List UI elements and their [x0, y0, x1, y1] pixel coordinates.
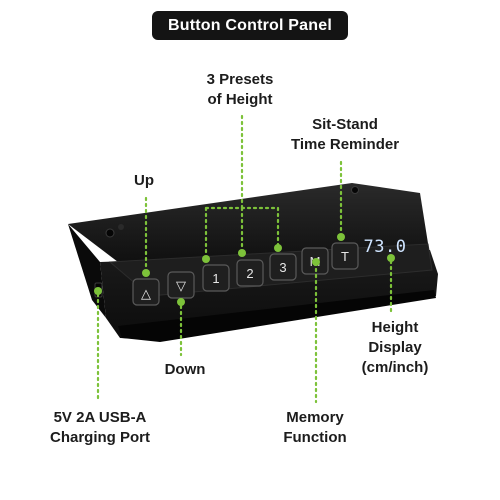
preset-3-label: 3 — [279, 260, 286, 275]
timer-label: T — [341, 249, 349, 264]
callout-sit-stand-line2: Time Reminder — [290, 136, 400, 153]
callout-lines — [96, 114, 393, 404]
callout-usb-port: 5V 2A USB-A Charging Port — [20, 408, 180, 448]
button-preset-1[interactable]: 1 — [202, 264, 230, 292]
callout-usb-line2: Charging Port — [50, 429, 150, 446]
panel-title: Button Control Panel — [152, 11, 348, 40]
callout-memory-line1: Memory — [286, 409, 344, 426]
button-up[interactable]: △ — [132, 278, 160, 306]
callout-presets-line2: of Height — [207, 91, 273, 108]
callout-height-display: Height Display (cm/inch) — [335, 318, 455, 378]
callout-presets-line1: 3 Presets — [206, 71, 274, 88]
callout-usb-line1: 5V 2A USB-A — [53, 409, 147, 426]
callout-height-line3: (cm/inch) — [361, 359, 429, 376]
callout-dots — [94, 233, 395, 306]
up-arrow-icon: △ — [141, 287, 151, 302]
button-preset-3[interactable]: 3 — [269, 253, 297, 281]
down-arrow-icon: ▽ — [176, 279, 186, 294]
preset-1-label: 1 — [212, 271, 219, 286]
callout-up-text: Up — [134, 172, 154, 189]
callout-height-line2: Display — [368, 339, 422, 356]
callout-sit-stand: Sit-Stand Time Reminder — [260, 115, 430, 155]
button-preset-2[interactable]: 2 — [236, 259, 264, 287]
button-down[interactable]: ▽ — [167, 271, 195, 299]
callout-height-line1: Height — [371, 319, 419, 336]
preset-2-label: 2 — [246, 266, 253, 281]
callout-memory-line2: Function — [283, 429, 347, 446]
button-timer[interactable]: T — [331, 242, 359, 270]
callout-memory: Memory Function — [255, 408, 375, 448]
callout-up: Up — [124, 171, 164, 191]
callout-presets: 3 Presets of Height — [185, 70, 295, 110]
callout-down: Down — [150, 360, 220, 380]
callout-sit-stand-line1: Sit-Stand — [312, 116, 378, 133]
height-display: 73.0 — [364, 237, 407, 257]
callout-down-text: Down — [164, 361, 206, 378]
